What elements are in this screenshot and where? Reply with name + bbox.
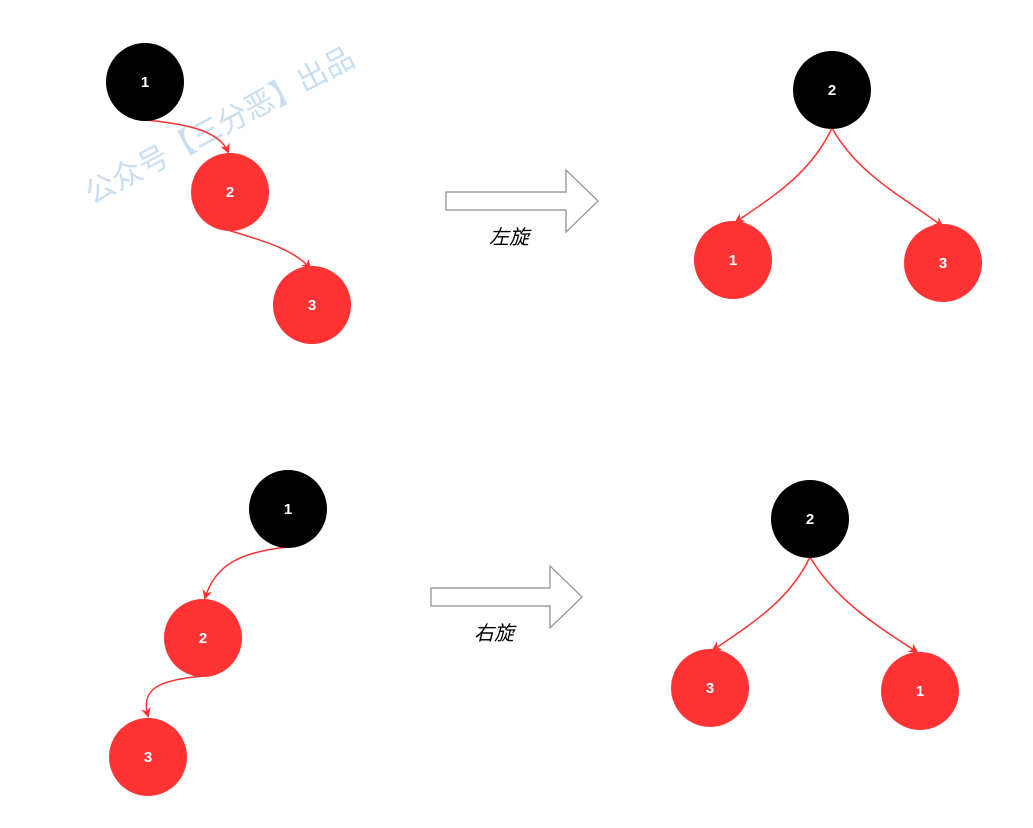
edge-root-to-left [734,127,833,224]
left-rotation-after: 2 1 3 [694,51,982,302]
node-label: 1 [141,74,149,91]
node-label: 2 [226,184,234,201]
node-black [249,470,327,548]
rotation-caption: 左旋 [489,225,532,249]
edge-root-to-right [809,556,919,654]
node-label: 3 [939,255,947,272]
right-rotation-before: 1 2 3 [109,470,327,796]
node-red [694,221,772,299]
node-red [671,649,749,727]
edge-root-to-right [831,127,944,228]
node-label: 3 [144,749,152,766]
left-rotation-before: 1 2 3 [106,43,351,344]
node-red [164,599,242,677]
right-rotation-after: 2 3 1 [671,480,959,730]
node-black [106,43,184,121]
right-arrow-shape [445,168,599,234]
node-black [771,480,849,558]
node-red [904,224,982,302]
right-arrow-shape [430,564,583,630]
node-red [109,718,187,796]
node-label: 1 [284,501,292,518]
node-label: 2 [828,82,836,99]
node-label: 1 [916,683,924,700]
edge-2-to-3 [140,675,204,718]
left-rotation-arrow: 左旋 [445,168,599,249]
node-black [793,51,871,129]
node-label: 2 [806,511,814,528]
node-red [273,266,351,344]
rotation-caption: 右旋 [474,621,517,645]
node-red [881,652,959,730]
node-label: 3 [308,297,316,314]
node-label: 3 [706,680,714,697]
edge-root-to-left [711,556,811,652]
edge-2-to-3 [227,229,312,270]
node-red [191,153,269,231]
node-label: 1 [729,252,737,269]
edge-1-to-2 [144,119,230,154]
edge-1-to-2 [202,546,289,600]
node-label: 2 [199,630,207,647]
right-rotation-arrow: 右旋 [430,564,583,645]
